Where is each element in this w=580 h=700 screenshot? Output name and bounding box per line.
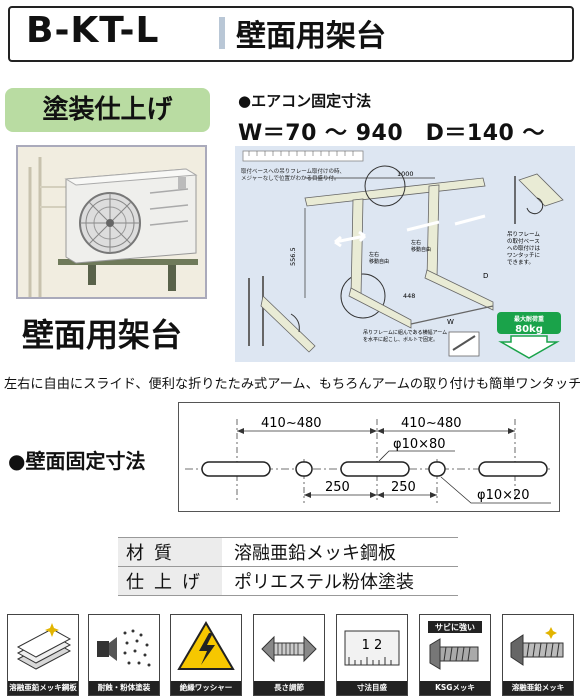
slide-arrow-right-icon [454,214,486,226]
feature-label: 耐蝕・粉体塗装 [89,681,159,695]
feature-length-adjust: 長さ調節 [253,614,325,696]
feature-galvanized-bolt: 溶融亜鉛メッキ [502,614,574,696]
outdoor-unit-illustration [18,147,205,297]
hole-layout: 410~480 410~480 φ10×80 250 250 φ10×20 [185,416,553,504]
small-hole-label: φ10×20 [477,488,530,503]
feature-label: 溶融亜鉛メッキ鋼板 [8,681,78,695]
slide-left-2: 移動自由 [369,258,389,265]
slide-arrow-left-icon [334,230,367,248]
pitch-left: 250 [325,480,350,495]
feature-galvanized-steel: 溶融亜鉛メッキ鋼板 [7,614,79,696]
feature-label: 寸法目盛 [337,681,407,695]
installation-diagram: 取付ベースへの吊りフレーム取付けの時、 メジャーなしで位置がわかる目盛り付。 1… [235,146,575,362]
product-caption: 壁面用架台 [22,316,183,354]
product-photo [16,145,207,299]
slot-center [340,461,410,477]
feature-label: KSGメッキ [420,681,490,695]
down-arrow-icon [498,335,560,359]
page-title: 壁面用架台 [236,19,386,54]
note-right-4: ワンタッチに [507,251,540,259]
note-right-5: できます。 [507,259,534,266]
spec-key: 材質 [118,537,222,567]
slide-left-1: 左右 [369,251,379,258]
tagline: 左右に自由にスライド、便利な折りたたみ式アーム、もちろんアームの取り付けも簡単ワ… [4,377,580,392]
galvanized-steel-icon [16,623,72,670]
title-divider [219,17,225,49]
feature-label: 絶縁ワッシャー [171,681,241,695]
dim-556: 556.5 [289,247,297,266]
max-load-value: 80kg [515,324,543,335]
feature-insulation-washer: 絶縁ワッシャー [170,614,242,696]
span-right: 410~480 [401,416,462,431]
wall-hole-diagram: 410~480 410~480 φ10×80 250 250 φ10×20 [178,402,560,512]
note-right-3: への取付けは [507,244,541,252]
scale-numbers: 1 2 [362,638,383,653]
spec-value: ポリエステル粉体塗装 [222,566,458,596]
note-right-1: 吊りフレーム [507,231,540,238]
note-top-line1: 取付ベースへの吊りフレーム取付けの時、 [241,167,345,175]
feature-powder-coating: 耐蝕・粉体塗装 [88,614,160,696]
feature-ksg-plating: サビに強い KSGメッキ [419,614,491,696]
note-right-2: の取付ベース [507,237,540,245]
spec-row-finish: 仕上げ ポリエステル粉体塗装 [118,566,458,596]
bracket-diagram: 取付ベースへの吊りフレーム取付けの時、 メジャーなしで位置がわかる目盛り付。 1… [241,150,564,359]
note-bottom-2: を水平に起こし、ボルトで固定。 [363,336,438,343]
wall-fixing-heading: ●壁面固定寸法 [8,449,146,473]
pitch-right: 250 [391,480,416,495]
slide-right-2: 移動自由 [411,246,431,253]
scale-icon: 1 2 [344,630,400,666]
max-load-label: 最大耐荷重 [514,315,544,323]
feature-label: 長さ調節 [254,681,324,695]
galvanized-bolt-icon [510,627,564,666]
note-bottom-1: 吊りフレームに組んである横幅アーム [363,329,447,336]
slide-right-1: 左右 [411,239,421,246]
label-w: W [447,318,454,326]
powder-coating-icon [97,629,151,667]
ruler-icon [242,150,364,162]
rust-resistant-badge: サビに強い [435,622,475,632]
finish-badge: 塗装仕上げ [5,88,210,132]
max-load-badge [497,312,561,334]
rotate-arrow-icon [526,197,544,215]
dim-1000: 1000 [397,170,414,178]
hole-small-right [428,461,446,477]
dim-448: 448 [403,292,415,300]
model-number: B-KT-L [26,10,160,51]
title-bar [8,6,574,62]
ksg-bolt-icon: サビに強い [428,621,482,670]
span-left: 410~480 [261,416,322,431]
label-d: D [483,272,488,280]
slot-right [478,461,548,477]
length-adjust-icon [261,635,317,663]
feature-scale: 1 2 寸法目盛 [336,614,408,696]
feature-label: 溶融亜鉛メッキ [503,681,573,695]
spec-row-material: 材質 溶融亜鉛メッキ鋼板 [118,537,458,567]
hole-small-left [295,461,313,477]
slot-left [201,461,271,477]
insulation-washer-icon [177,621,235,670]
spec-key: 仕上げ [118,566,222,596]
aircon-spec-heading: ●エアコン固定寸法 [238,92,372,110]
spec-table: 材質 溶融亜鉛メッキ鋼板 仕上げ ポリエステル粉体塗装 [118,537,458,596]
spec-value: 溶融亜鉛メッキ鋼板 [222,537,458,567]
slot-size-label: φ10×80 [393,437,446,452]
note-top-line2: メジャーなしで位置がわかる目盛り付。 [241,174,340,182]
